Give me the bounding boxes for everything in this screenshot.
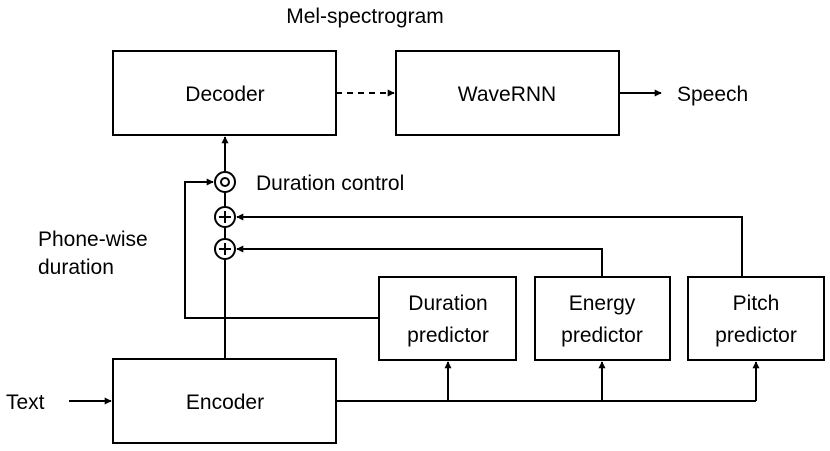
phone-wise-label-1: Phone-wise [38,228,148,251]
duration-predictor-label-2: predictor [407,324,489,347]
duration-control-operator-icon [214,171,236,193]
encoder-label: Encoder [186,391,264,414]
duration-predictor-block [378,276,517,361]
duration-predictor-to-control-arrow [184,178,379,319]
duration-predictor-label-1: Duration [408,292,487,315]
speech-label: Speech [677,83,748,106]
energy-predictor-label-1: Energy [569,292,636,315]
duration-control-label: Duration control [256,172,404,195]
pitch-to-adder-arrow [236,213,743,277]
pitch-predictor-label-1: Pitch [733,292,780,315]
energy-to-adder-arrow [236,245,603,277]
phone-wise-label-2: duration [38,256,114,279]
decoder-label: Decoder [185,83,264,106]
pitch-predictor-label-2: predictor [715,324,797,347]
wavernn-label: WaveRNN [458,83,556,106]
mel-spectrogram-label: Mel-spectrogram [286,5,444,28]
energy-predictor-block [534,276,671,361]
energy-adder-icon [214,238,236,260]
text-label: Text [6,391,45,414]
energy-predictor-label-2: predictor [561,324,643,347]
wavernn-block [395,50,620,136]
pitch-predictor-block [687,276,825,361]
pitch-adder-icon [214,206,236,228]
decoder-block [112,50,337,136]
